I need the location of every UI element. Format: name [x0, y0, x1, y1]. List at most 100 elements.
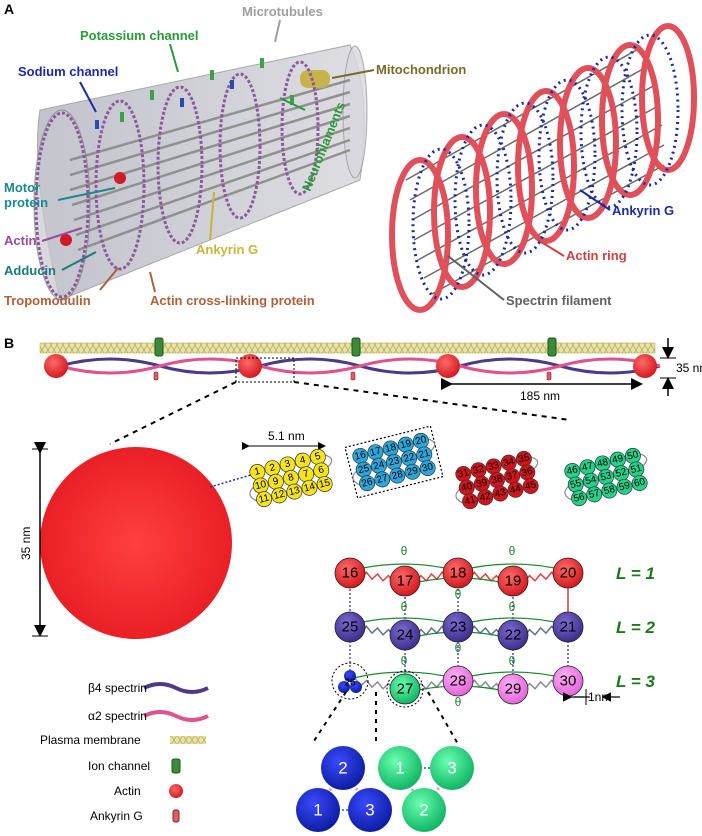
level-label: L = 1	[616, 564, 655, 583]
bead-number: 60	[633, 476, 647, 489]
lattice-bead	[497, 619, 529, 651]
lattice-bead	[552, 611, 584, 643]
sub-bead	[402, 788, 446, 832]
actin-ring-cylinder	[389, 23, 697, 313]
bead-block-dimension: 5.1 nm	[242, 429, 326, 450]
sub-bead-number: 1	[395, 759, 404, 778]
svg-text:185 nm: 185 nm	[520, 389, 560, 403]
label-mitochondrion: Mitochondrion	[376, 62, 466, 77]
theta-label: θ	[401, 600, 408, 614]
bead-number: 3	[284, 458, 292, 470]
label-actin-crosslinking: Actin cross-linking protein	[150, 293, 315, 308]
bead	[601, 482, 618, 499]
legend-ankyrin: Ankyrin G	[90, 809, 143, 823]
lattice-bead	[389, 619, 421, 651]
zoom-lines-sub	[311, 691, 459, 745]
bead-number: 9	[272, 476, 280, 488]
sub-bead	[296, 788, 340, 832]
bead-number: 51	[630, 463, 644, 476]
bead-number: 5	[314, 451, 322, 463]
bead-number: 42	[479, 491, 493, 504]
lattice-bead-number: 19	[505, 573, 522, 590]
svg-text:35 nm: 35 nm	[19, 527, 33, 560]
sub-bead-number: 3	[365, 801, 374, 820]
bead-number: 50	[626, 449, 640, 462]
bead	[359, 475, 376, 492]
theta-label: θ	[455, 587, 462, 601]
bead	[286, 483, 303, 500]
bead	[316, 476, 333, 492]
bead-number: 53	[599, 470, 613, 483]
label-motor-protein-2: protein	[4, 195, 48, 210]
bead-number: 40	[460, 481, 474, 494]
lattice-bead-number: 17	[397, 573, 414, 590]
legend-actin: Actin	[114, 784, 141, 798]
bead-number: 37	[505, 469, 519, 482]
bead-number: 34	[502, 456, 516, 469]
label-motor-protein-1: Motor	[4, 180, 40, 195]
theta-label: θ	[401, 544, 408, 558]
bead-number: 23	[387, 455, 401, 468]
legend-membrane-icon	[170, 736, 206, 744]
legend-actin-icon	[169, 784, 183, 798]
mitochondrion-shape	[300, 70, 330, 88]
bead-number: 24	[372, 459, 386, 472]
legend-ion-channel: Ion channel	[88, 759, 150, 773]
sub-bead	[321, 746, 365, 790]
lattice-bead-number: 22	[505, 627, 522, 644]
label-actin: Actin	[4, 233, 37, 248]
lattice-bead	[497, 673, 529, 705]
lattice-bead-number: 24	[397, 627, 414, 644]
theta-label: θ	[455, 695, 462, 709]
lattice-bead-number: 30	[560, 673, 577, 690]
lattice-bead	[334, 611, 366, 643]
legend-beta4-icon	[143, 682, 209, 694]
lattice-bead-number: 26	[344, 678, 356, 689]
bead	[419, 460, 436, 476]
svg-text:5.1 nm: 5.1 nm	[268, 429, 305, 443]
bead-number: 17	[369, 445, 383, 458]
bead-number: 25	[357, 463, 371, 476]
lattice-bead	[552, 557, 584, 589]
theta-label: θ	[455, 641, 462, 655]
ion-channel-icon	[154, 337, 557, 357]
lattice-bead	[442, 665, 474, 697]
bead	[616, 478, 633, 495]
actin-sphere-large: 35 nm	[19, 442, 255, 639]
legend-alpha2-icon	[143, 710, 209, 722]
label-ankyrin-g-left: Ankyrin G	[196, 242, 258, 257]
lattice-bead-number: 28	[450, 673, 467, 690]
theta-label: θ	[509, 654, 516, 668]
bead-number: 38	[490, 473, 504, 486]
bead-number: 7	[302, 468, 310, 480]
bead-number: 19	[399, 438, 413, 451]
bead	[389, 467, 406, 484]
spectrin-membrane-strip	[39, 337, 661, 383]
bead	[256, 491, 273, 508]
lattice-bead-number: 25	[342, 619, 359, 636]
bead-number: 21	[418, 448, 432, 461]
lattice-bead	[442, 557, 474, 589]
bead	[586, 486, 603, 503]
theta-label: θ	[401, 654, 408, 668]
level-label: L = 2	[616, 618, 655, 637]
lattice-bead	[389, 673, 421, 705]
bead	[301, 479, 318, 496]
bead-number: 30	[421, 461, 435, 474]
lattice-bead-number: 21	[560, 619, 577, 636]
bead	[522, 478, 539, 494]
lattice-bead	[389, 565, 421, 597]
bead-number: 20	[414, 434, 428, 447]
bead-number: 6	[317, 464, 325, 476]
bead-number: 57	[588, 488, 602, 501]
bead-number: 48	[596, 457, 610, 470]
bead-number: 26	[360, 476, 374, 489]
label-ankyrin-g-right: Ankyrin G	[612, 203, 674, 218]
sub-bead-number: 3	[447, 759, 456, 778]
theta-label: θ	[509, 600, 516, 614]
bead	[374, 471, 391, 488]
cylinder-annotations: Ankyrin G Actin ring Spectrin filament	[447, 189, 674, 308]
